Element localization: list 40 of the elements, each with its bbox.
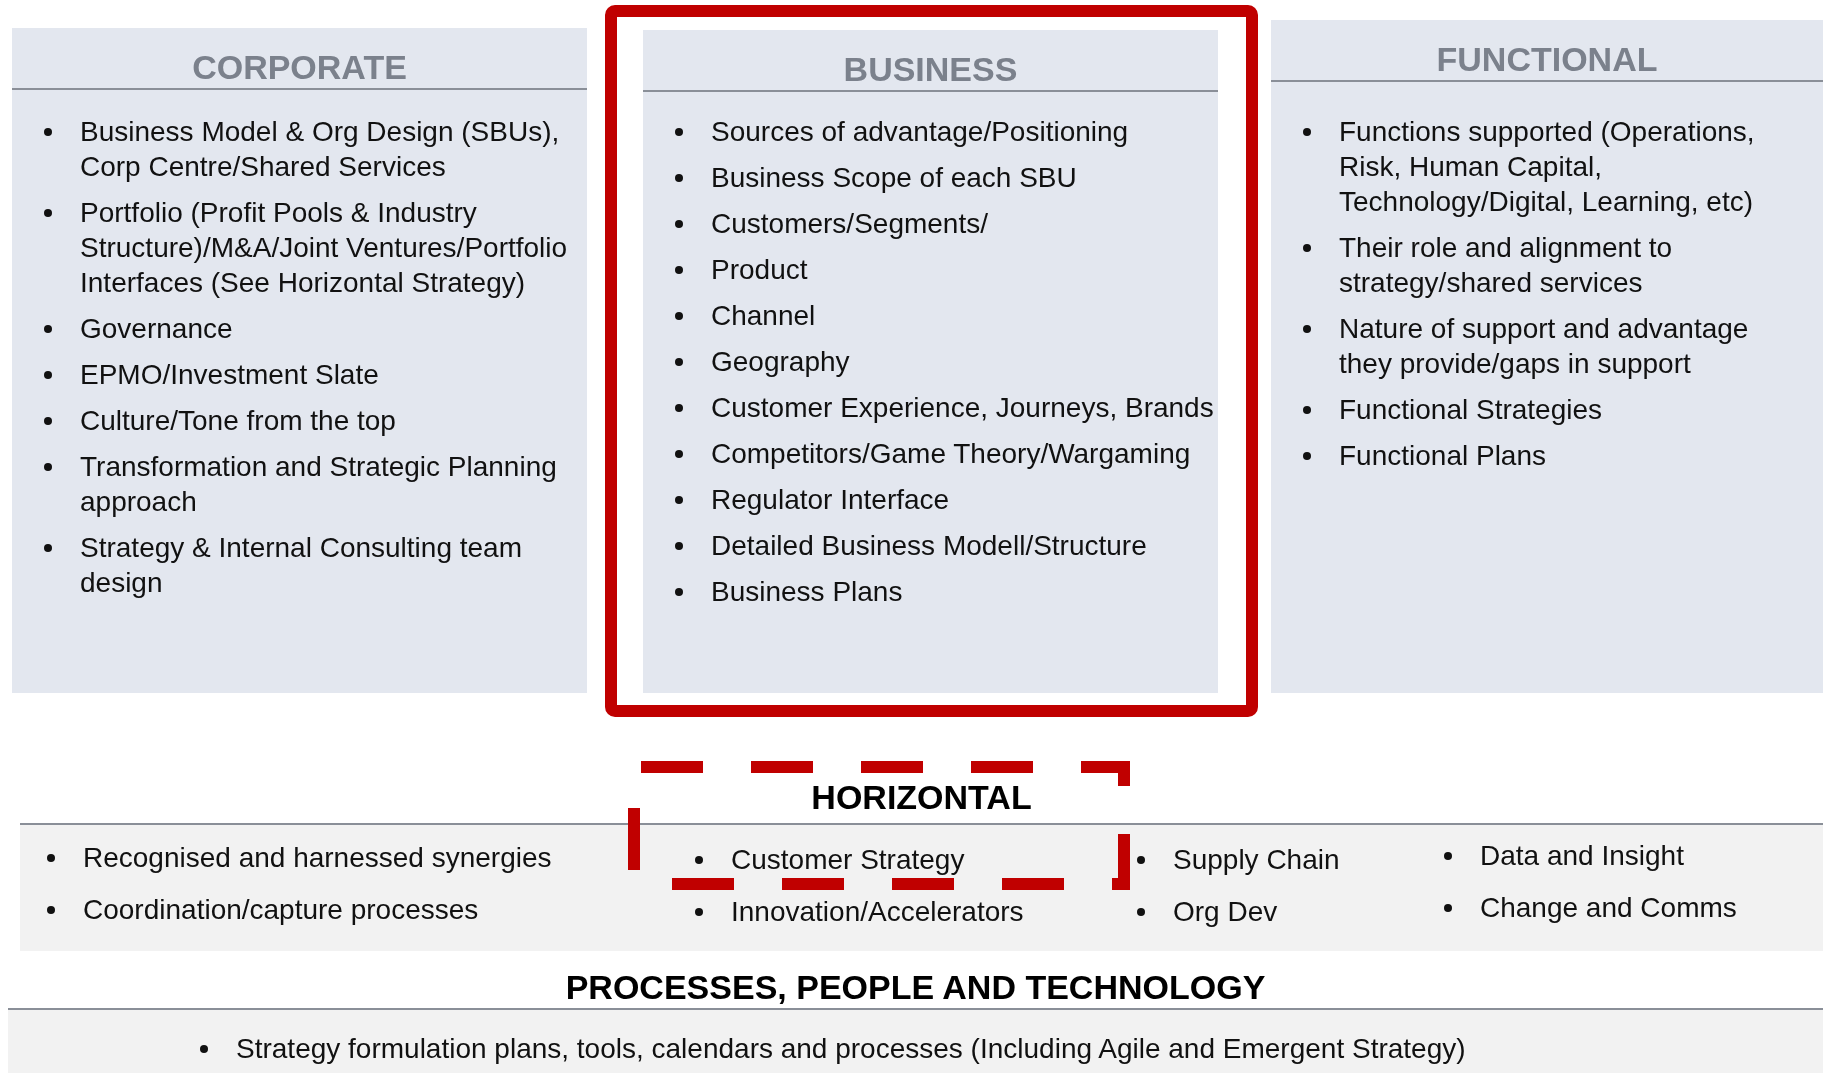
bullet-text: Their role and alignment to strategy/shared services [1339,232,1673,298]
bullet-text: Competitors/Game Theory/Wargaming [711,438,1191,469]
bullet-text: Customer Strategy [731,844,965,875]
bullet-text: EPMO/Investment Slate [80,359,379,390]
bullet-text: Detailed Business Modell/Structure [711,530,1147,561]
bullet-text: Business Model & Org Design (SBUs), Corp Centre/Shared Services [80,116,560,182]
bullet-text: Geography [711,346,850,377]
bullet-text: Customers/Segments/ [711,208,988,239]
bullet-text: Innovation/Accelerators [731,896,1024,927]
section-heading: FUNCTIONAL [1271,34,1823,82]
bullet-text: Data and Insight [1480,840,1684,871]
bullet-text: Governance [80,313,233,344]
bullet-text: Customer Experience, Journeys, Brands [711,392,1214,423]
bullet-text: Functions supported (Operations, Risk, Human Capital, Technology/Digital, Learning, etc) [1339,116,1755,217]
bullet-text: Channel [711,300,816,331]
bullet-text: Functional Strategies [1339,394,1603,425]
bullet-text: Recognised and harnessed synergies [83,842,552,873]
category-panel [12,28,587,693]
bullet-text: Sources of advantage/Positioning [711,116,1129,147]
category-panel [1271,20,1823,693]
section-heading: PROCESSES, PEOPLE AND TECHNOLOGY [8,965,1823,1010]
bullet-text: Strategy & Internal Consulting team design [80,532,522,598]
bullet-text: Transformation and Strategic Planning approach [80,451,557,517]
bullet-text: Business Scope of each SBU [711,162,1077,193]
bullet-text: Portfolio (Profit Pools & Industry Structure)/M&A/Joint Ventures/Portfolio Interfaces (See Horizontal Strategy) [80,197,568,298]
section-heading: CORPORATE [12,42,587,90]
section-heading: BUSINESS [643,44,1218,92]
category-panel [643,30,1218,693]
bullet-text: Nature of support and advantage they provide/gaps in support [1339,313,1749,379]
bullet-text: Org Dev [1173,896,1278,927]
bullet-text: Regulator Interface [711,484,950,515]
bullet-text: Functional Plans [1339,440,1546,471]
bullet-text: Product [711,254,808,285]
bullet-text: Strategy formulation plans, tools, calendars and processes (Including Agile and Emergent Strategy) [236,1033,1466,1064]
bullet-text: Change and Comms [1480,892,1737,923]
bullet-text: Business Plans [711,576,903,607]
bullet-text: Culture/Tone from the top [80,405,396,436]
bullet-text: Coordination/capture processes [83,894,479,925]
bullet-text: Supply Chain [1173,844,1340,875]
section-heading: HORIZONTAL [20,770,1823,825]
